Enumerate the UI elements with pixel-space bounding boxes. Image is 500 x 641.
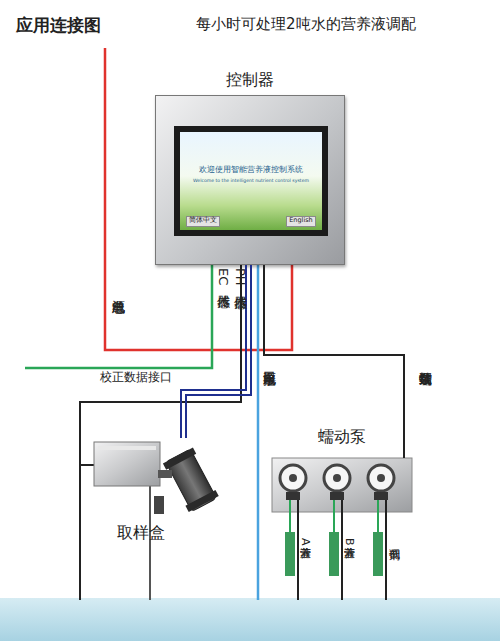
touch-screen: 欢迎使用智能营养液控制系统 Welcome to the intelligent … [174,126,328,236]
tube [297,500,299,600]
filter-cap [163,448,196,470]
pump-illustration [272,458,412,600]
screen-button: English [286,216,316,227]
tube [341,500,343,600]
node-label: 蠕动泵 [272,428,412,446]
node-label: 欢迎使用智能营养液控制系统 [180,166,322,174]
water-tank [0,598,500,641]
pump-power-wire [257,265,260,600]
title: 应用连接图 [16,14,101,37]
pump-clamp [374,492,388,500]
sampling-box-lid [98,446,156,450]
sample-pipe [149,486,151,600]
return-pipe [80,265,241,600]
pump-head [368,465,394,600]
port-label: 校正数据接口 [100,371,172,384]
peristaltic-pump: 蠕动泵 [272,458,412,512]
bottle-label: 营养液A [299,538,311,546]
node-label: 控制器 [156,71,344,89]
pump-hub [333,474,341,482]
cable-label: EC传感器 [216,268,230,285]
screen-button: 简体中文 [186,216,220,227]
pump-rotor [280,465,306,491]
node-label: 简体中文 [187,217,219,224]
connector [158,470,172,478]
pump-rotor [324,465,350,491]
filter-cylinder [163,448,219,513]
ph-sensor-cable [186,265,251,438]
tube [333,500,335,532]
node-label: English [287,217,315,224]
subtitle: 每小时可处理2吨水的营养液调配 [196,15,416,34]
valve [154,496,164,514]
sampling-box-illustration [94,442,219,514]
pump-clamp [330,492,344,500]
tube [289,500,291,532]
bottle [285,532,295,576]
tube [377,500,379,532]
pump-clamp [286,492,300,500]
pump-head [280,465,306,600]
cable-label: PH传感器 [233,268,247,286]
pipe [80,464,94,466]
pump-hub [377,474,385,482]
sampling-box: 取样盒 [86,438,218,520]
pump-data-cable [264,265,404,458]
pump-rotor [368,465,394,491]
calibration-wire [25,265,212,368]
pump-hub [289,474,297,482]
ec-sensor-cable [181,265,246,438]
controller-box: 控制器欢迎使用智能营养液控制系统Welcome to the intellige… [155,95,345,265]
bottle [373,532,383,576]
filter-cap [185,490,218,512]
node-label: 取样盒 [86,524,196,542]
sampling-box-body [94,442,160,486]
pump-head [324,465,350,600]
tube [385,500,387,600]
bottle-label: 营养液B [343,538,355,546]
node-body: Welcome to the intelligent nutrient cont… [180,178,322,183]
bottle [329,532,339,576]
